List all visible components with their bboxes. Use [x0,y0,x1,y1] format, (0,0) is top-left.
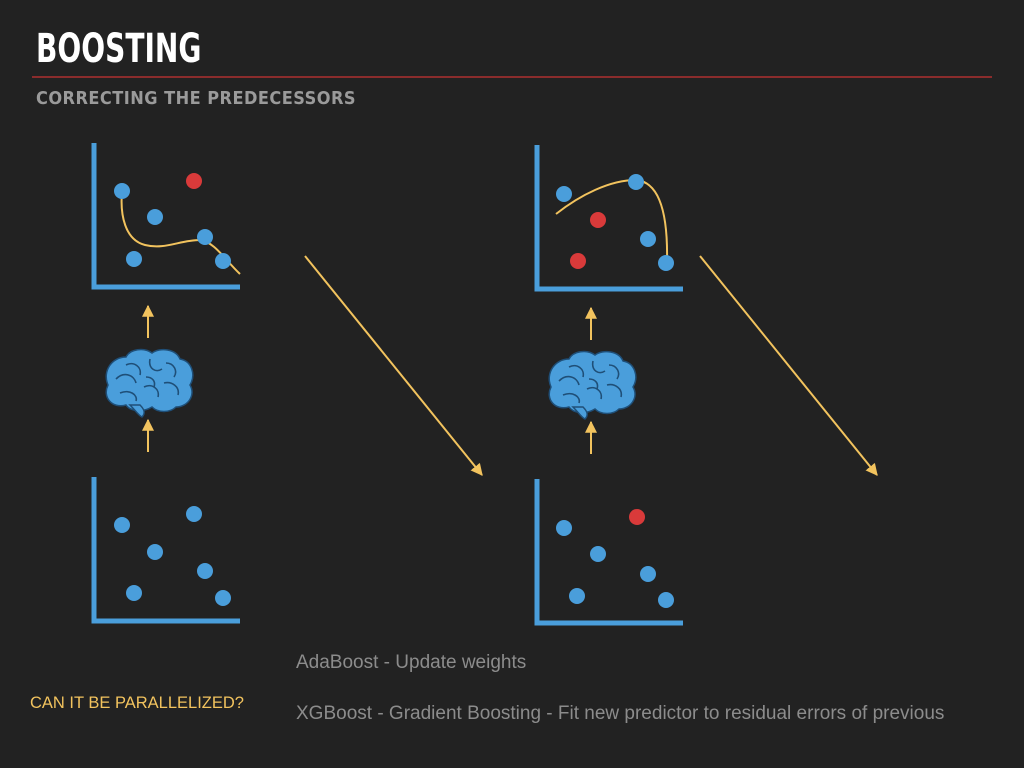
adaboost-note: AdaBoost - Update weights [296,652,527,673]
data-point [628,174,644,190]
title-divider [32,76,992,78]
plot-stage1-output [91,143,241,290]
axis [534,145,683,292]
data-point [114,183,130,199]
data-point-error [570,253,586,269]
data-point [186,506,202,522]
data-point [215,590,231,606]
plot-stage2-input [534,479,683,626]
axis [534,479,683,626]
fit-curve [120,191,241,275]
axis [91,143,240,290]
fit-curve [555,178,669,263]
arrow-next-stage [304,255,483,476]
data-point [147,544,163,560]
xgboost-note: XGBoost - Gradient Boosting - Fit new pr… [296,703,945,724]
slide-subtitle: CORRECTING THE PREDECESSORS [36,88,357,109]
data-point [569,588,585,604]
data-point [658,592,674,608]
data-point-error [590,212,606,228]
data-point [197,563,213,579]
parallelization-question: CAN IT BE PARALLELIZED? [30,694,244,712]
brain-icon [548,350,637,420]
data-point [640,566,656,582]
data-point-error [629,509,645,525]
data-point [658,255,674,271]
data-point [114,517,130,533]
data-point [640,231,656,247]
data-point [197,229,213,245]
slide-title: BOOSTING [36,26,202,72]
data-point [126,251,142,267]
plot-stage2-output [534,145,683,292]
data-point [215,253,231,269]
data-point [556,520,572,536]
data-point [147,209,163,225]
plot-stage1-input [91,477,240,624]
data-point-error [186,173,202,189]
data-point [556,186,572,202]
data-point [590,546,606,562]
data-point [126,585,142,601]
arrow-next-stage [699,255,878,476]
brain-icon [105,348,194,418]
axis [91,477,240,624]
